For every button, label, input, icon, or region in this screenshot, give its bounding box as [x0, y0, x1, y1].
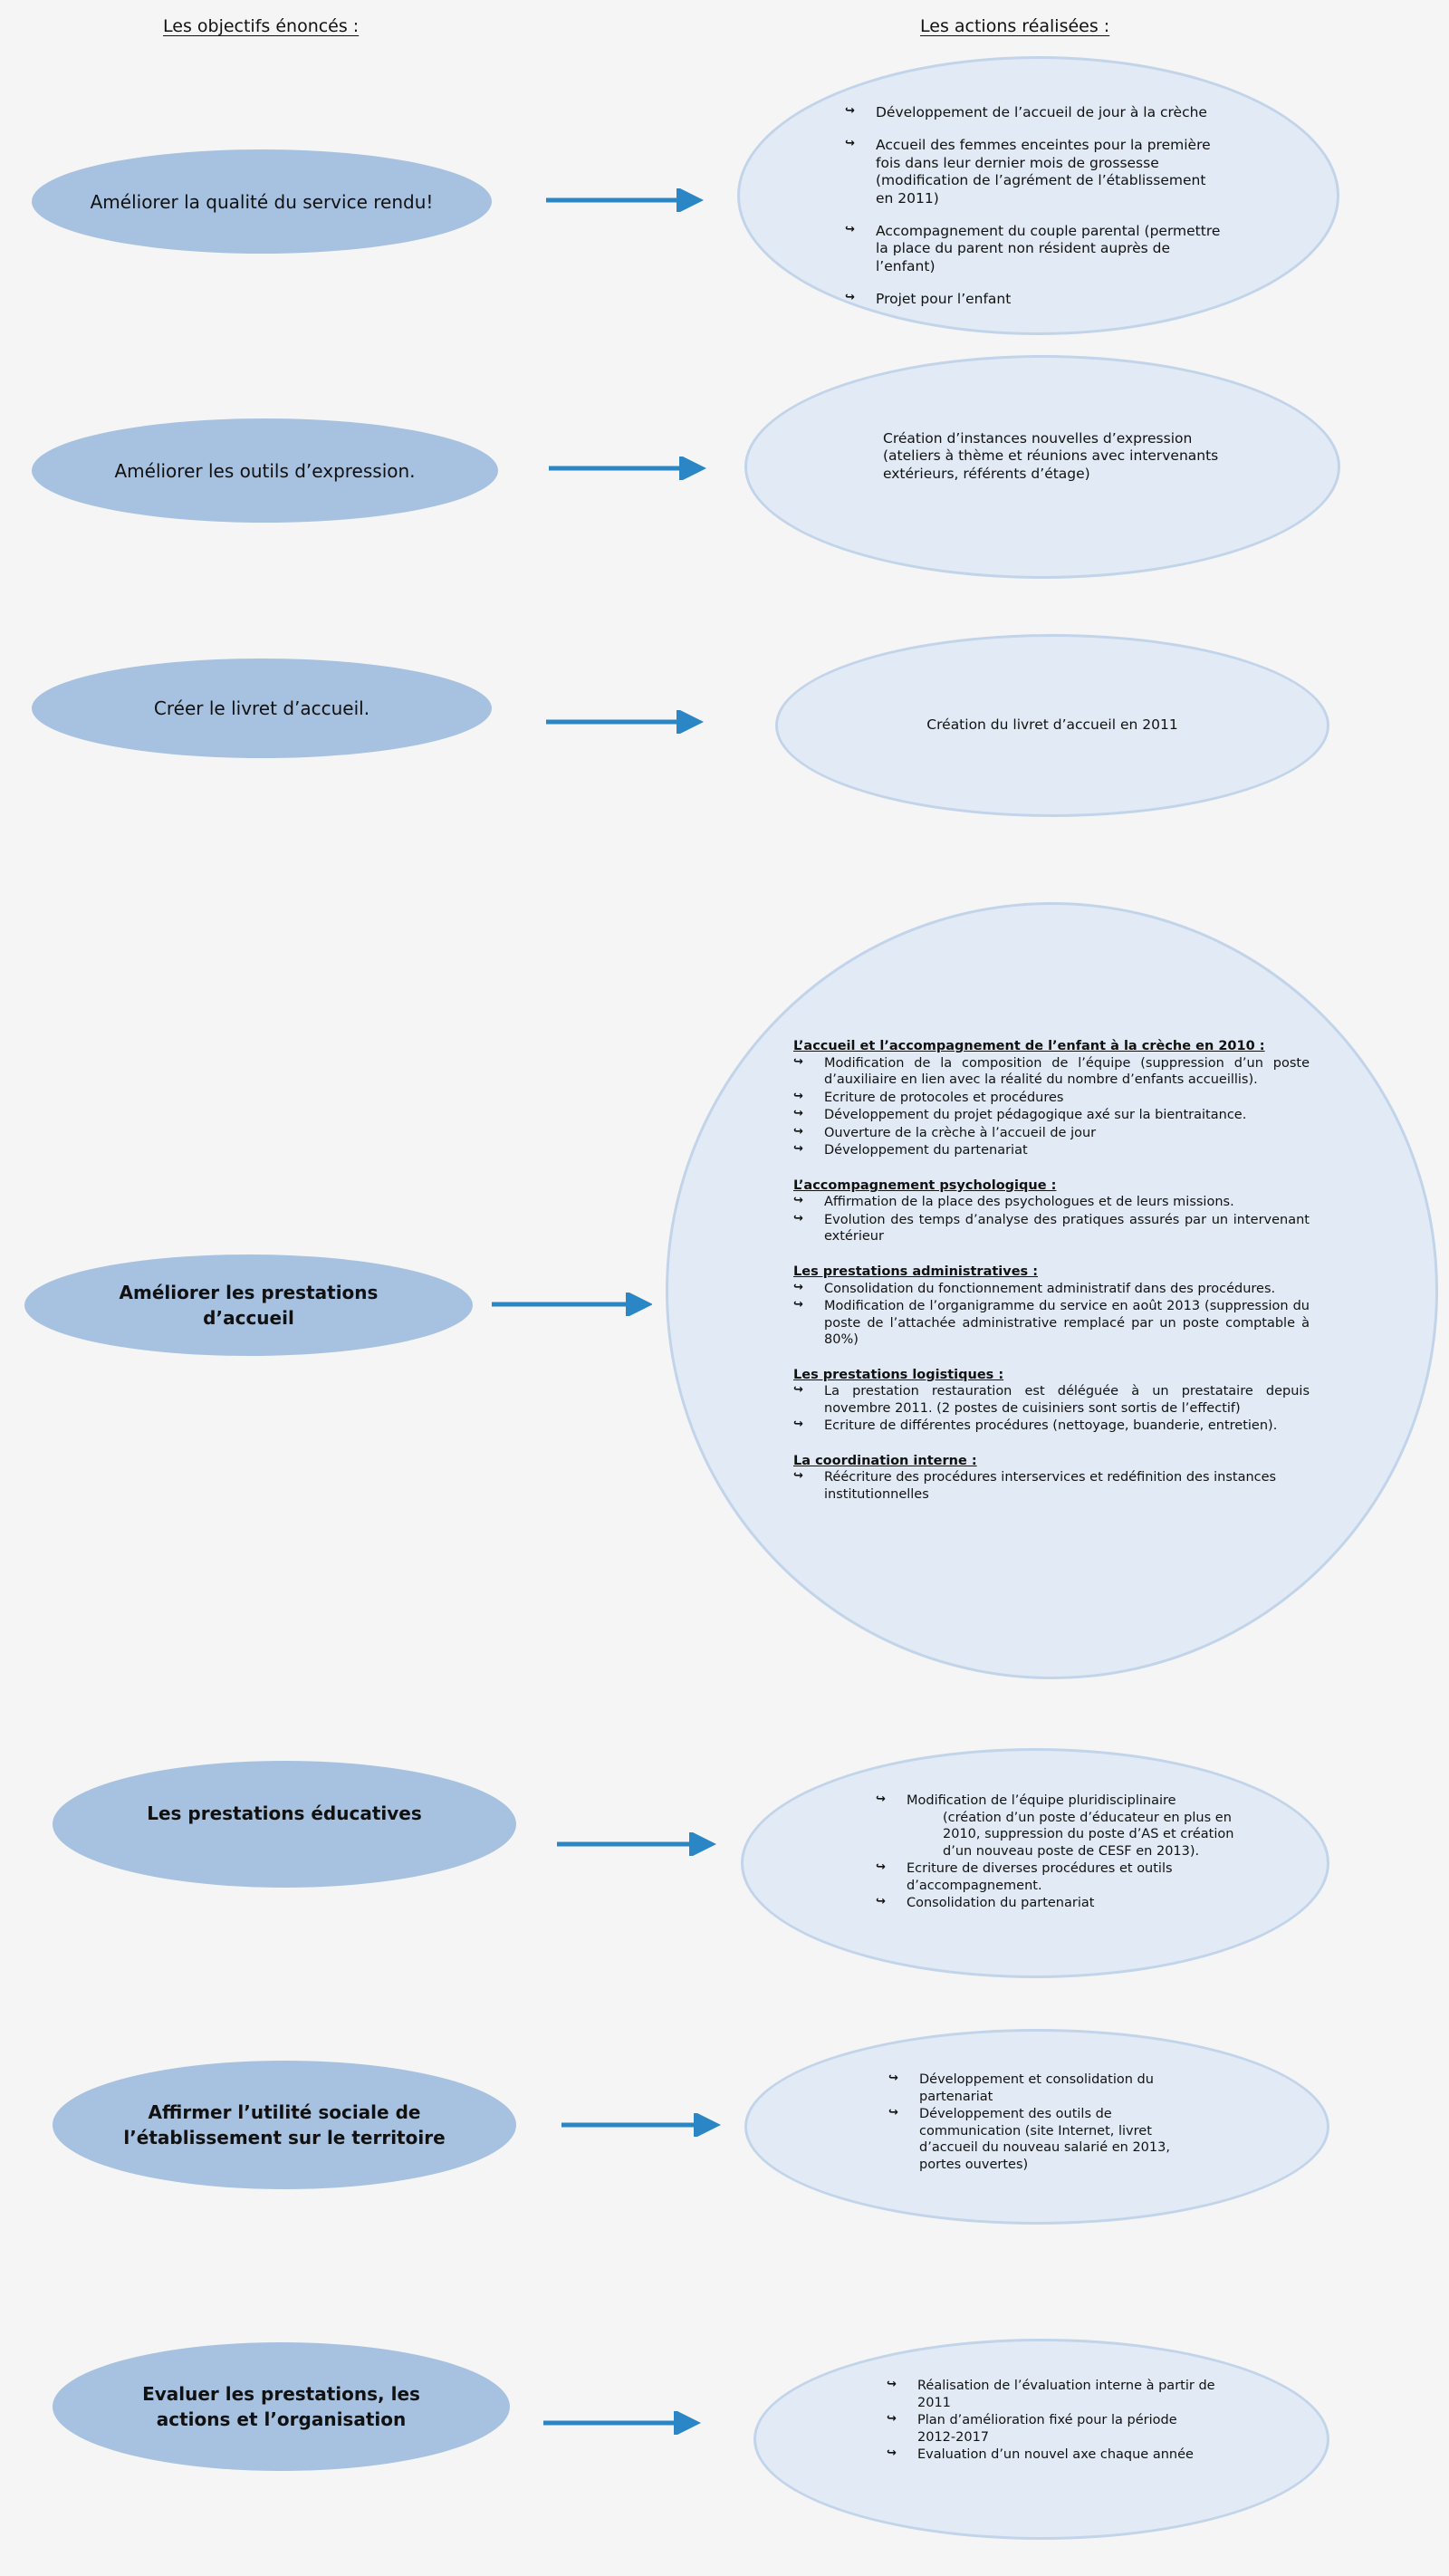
arrow-right-icon [561, 2113, 722, 2137]
actions-heading: Les actions réalisées : [920, 16, 1110, 36]
action-item: Consolidation du partenariat [876, 1895, 1238, 1912]
action-ellipse-educational-services: Modification de l’équipe pluridisciplina… [741, 1748, 1329, 1978]
arrow-right-icon [549, 457, 707, 480]
objectives-heading: Les objectifs énoncés : [163, 16, 360, 36]
objective-ellipse-welcome-booklet: Créer le livret d’accueil. [32, 658, 492, 758]
objective-label: Améliorer les prestations d’accueil [119, 1282, 379, 1329]
section-title: L’accompagnement psychologique : [793, 1177, 1057, 1193]
action-item: Ecriture de protocoles et procédures [793, 1090, 1310, 1107]
objective-label: Créer le livret d’accueil. [153, 697, 370, 719]
section-title: La coordination interne : [793, 1453, 977, 1468]
objective-label: Affirmer l’utilité sociale de l’établiss… [123, 2101, 446, 2148]
action-item: Développement de l’accueil de jour à la … [845, 104, 1225, 121]
objective-label: Améliorer les outils d’expression. [114, 459, 416, 482]
objective-label: Les prestations éducatives [147, 1802, 422, 1824]
action-text: Création du livret d’accueil en 2011 [926, 716, 1178, 733]
arrow-right-icon [543, 2411, 702, 2435]
action-ellipse-social-utility: Développement et consolidation du parten… [744, 2029, 1329, 2225]
action-item: Modification de l’organigramme du servic… [793, 1298, 1310, 1349]
action-item: Développement du partenariat [793, 1142, 1310, 1159]
action-item: Modification de l’équipe pluridisciplina… [876, 1793, 1238, 1860]
arrow-right-icon [546, 710, 705, 734]
section-title: L’accueil et l’accompagnement de l’enfan… [793, 1039, 1265, 1053]
objective-ellipse-expression-tools: Améliorer les outils d’expression. [32, 418, 498, 523]
action-item: Accueil des femmes enceintes pour la pre… [845, 137, 1225, 207]
objective-ellipse-social-utility: Affirmer l’utilité sociale de l’établiss… [53, 2061, 516, 2189]
action-item: Accompagnement du couple parental (perme… [845, 223, 1225, 275]
action-item: Evolution des temps d’analyse des pratiq… [793, 1212, 1310, 1245]
action-item: Ecriture de différentes procédures (nett… [793, 1418, 1310, 1435]
action-item: Affirmation de la place des psychologues… [793, 1194, 1310, 1211]
action-item: Evaluation d’un nouvel axe chaque année [887, 2446, 1217, 2464]
action-ellipse-evaluation: Réalisation de l’évaluation interne à pa… [753, 2339, 1329, 2540]
action-circle-welcome-services: L’accueil et l’accompagnement de l’enfan… [666, 902, 1438, 1679]
arrow-right-icon [546, 188, 705, 212]
objective-ellipse-evaluation: Evaluer les prestations, les actions et … [53, 2342, 510, 2471]
action-item: Réécriture des procédures interservices … [793, 1469, 1310, 1503]
objective-label: Evaluer les prestations, les actions et … [142, 2383, 420, 2430]
action-item: Ecriture de diverses procédures et outil… [876, 1860, 1238, 1894]
action-item: Consolidation du fonctionnement administ… [793, 1281, 1310, 1298]
action-text: Création d’instances nouvelles d’express… [883, 430, 1219, 482]
objective-ellipse-service-quality: Améliorer la qualité du service rendu! [32, 149, 492, 254]
action-item: Plan d’amélioration fixé pour la période… [887, 2412, 1217, 2446]
action-item: Réalisation de l’évaluation interne à pa… [887, 2378, 1217, 2411]
action-item: La prestation restauration est déléguée … [793, 1383, 1310, 1417]
objective-label: Améliorer la qualité du service rendu! [90, 190, 434, 213]
arrow-right-icon [557, 1832, 717, 1856]
action-item: Projet pour l’enfant [845, 291, 1225, 308]
section-title: Les prestations logistiques : [793, 1367, 1004, 1382]
objective-ellipse-welcome-services: Améliorer les prestations d’accueil [24, 1254, 473, 1356]
action-item: Modification de la composition de l’équi… [793, 1055, 1310, 1089]
action-ellipse-welcome-booklet: Création du livret d’accueil en 2011 [775, 634, 1329, 817]
objective-ellipse-educational-services: Les prestations éducatives [53, 1761, 516, 1888]
arrow-right-icon [492, 1293, 652, 1316]
action-ellipse-expression-tools: Création d’instances nouvelles d’express… [744, 355, 1340, 579]
section-title: Les prestations administratives : [793, 1264, 1039, 1280]
action-ellipse-service-quality: Développement de l’accueil de jour à la … [737, 56, 1339, 335]
action-item: Ouverture de la crèche à l’accueil de jo… [793, 1125, 1310, 1142]
action-item: Développement des outils de communicatio… [888, 2106, 1214, 2173]
action-item: Développement et consolidation du parten… [888, 2071, 1214, 2105]
action-item: Développement du projet pédagogique axé … [793, 1107, 1310, 1124]
